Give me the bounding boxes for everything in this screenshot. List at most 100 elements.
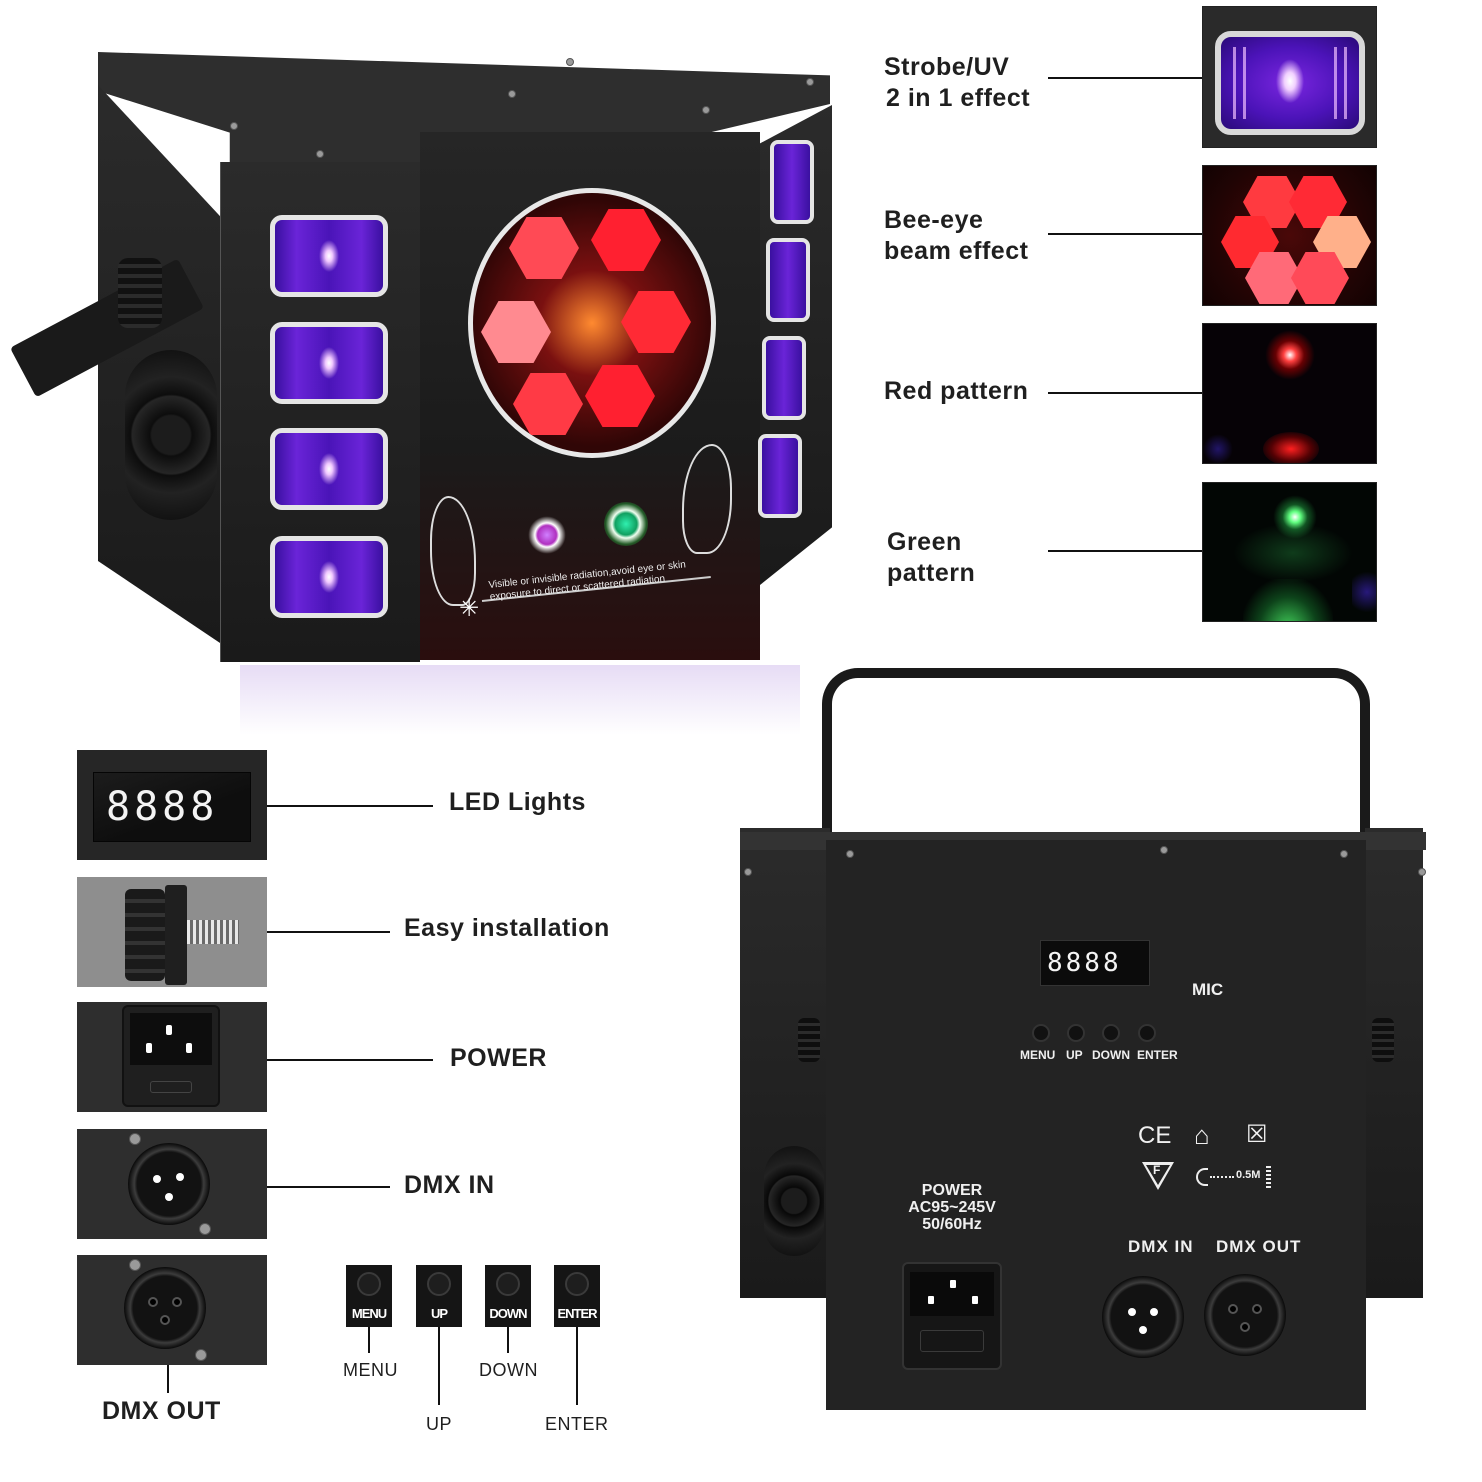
green-laser-aperture-icon: [604, 502, 648, 546]
rear-menu-button[interactable]: [1032, 1024, 1050, 1042]
callout-line: [1048, 77, 1202, 79]
feature-label-easy-installation: Easy installation: [404, 914, 610, 942]
xlr-socket: [172, 1297, 182, 1307]
power-title: POWER: [921, 1182, 983, 1199]
xlr-pin: [176, 1173, 184, 1181]
red-laser-dot-icon: [1265, 330, 1315, 380]
screw-icon: [806, 78, 814, 86]
lens-hex: [585, 365, 655, 427]
green-pattern-thumbnail: [1202, 482, 1377, 622]
xlr-pin: [153, 1175, 161, 1183]
carry-handle: [822, 668, 1370, 848]
xlr-male-connector-icon: [128, 1143, 210, 1225]
fuse-drawer: [150, 1081, 192, 1093]
surface-hatch: [1266, 1166, 1271, 1188]
feature-label-red-pattern: Red pattern: [884, 376, 1028, 407]
button-cap-label: ENTER: [557, 1306, 597, 1321]
green-floor-scatter: [1243, 579, 1333, 621]
rear-up-button[interactable]: [1067, 1024, 1085, 1042]
button-label-menu: MENU: [343, 1360, 398, 1380]
feature-label-power: POWER: [450, 1044, 547, 1072]
screw-icon: [1340, 850, 1348, 858]
uv-led-side-3: [762, 336, 806, 420]
screw-icon: [1160, 846, 1168, 854]
knob-flange: [165, 885, 187, 985]
uv-reflection: [1233, 47, 1236, 119]
rear-fan-grille-icon: [764, 1146, 824, 1256]
laser-warning-star-icon: ✳: [458, 595, 480, 622]
power-spec-label: POWER AC95~245V 50/60Hz: [898, 1182, 1006, 1233]
side-knob-icon: [798, 1018, 820, 1062]
label-line: 2 in 1 effect: [886, 84, 1031, 112]
min-distance-icon: 0.5M: [1196, 1164, 1276, 1190]
red-laser-aperture-icon: [528, 516, 566, 554]
screw-icon: [129, 1133, 141, 1145]
callout-line: [267, 1186, 390, 1188]
uv-led-side-1: [770, 140, 814, 224]
feature-label-green-pattern: Green pattern: [887, 527, 975, 589]
button-label-enter: ENTER: [545, 1414, 609, 1434]
callout-line: [267, 805, 433, 807]
screw-icon: [129, 1259, 141, 1271]
xlr-socket: [160, 1315, 170, 1325]
feature-label-bee-eye: Bee-eye beam effect: [884, 205, 1028, 267]
label-line: Red pattern: [884, 377, 1029, 405]
label-line: Bee-eye: [884, 206, 984, 234]
rear-enter-button[interactable]: [1138, 1024, 1156, 1042]
socket-face: [910, 1272, 994, 1316]
screw-icon: [702, 106, 710, 114]
xlr-female-connector-icon: [124, 1267, 206, 1349]
xlr-socket: [1228, 1304, 1238, 1314]
callout-line: [507, 1327, 509, 1353]
screw-icon: [316, 150, 324, 158]
button-icon: [496, 1272, 520, 1296]
callout-line: [576, 1327, 578, 1405]
bee-eye-lens: [468, 188, 716, 458]
menu-button-tile: MENU: [346, 1265, 392, 1327]
callout-line: [438, 1327, 440, 1405]
callout-line: [267, 1059, 433, 1061]
lamp-half-circle: [1196, 1168, 1208, 1186]
xlr-pin: [165, 1193, 173, 1201]
front-device-illustration: ✳ Visible or invisible radiation,avoid e…: [0, 40, 860, 735]
lens-hex: [513, 373, 583, 435]
feature-label-strobe-uv: Strobe/UV 2 in 1 effect: [884, 52, 1030, 114]
xlr-pin: [1139, 1326, 1147, 1334]
uv-reflection: [1344, 47, 1347, 119]
distance-value: 0.5M: [1236, 1169, 1261, 1181]
led-digits: 8888: [106, 784, 219, 830]
callout-line: [1048, 550, 1202, 552]
socket-face: [130, 1013, 212, 1065]
bee-eye-thumbnail: [1202, 165, 1377, 306]
rear-dmx-in-connector-icon[interactable]: [1102, 1276, 1184, 1358]
rear-led-digits: 8888: [1047, 948, 1122, 978]
bracket-knob-icon: [118, 258, 162, 328]
uv-led-4: [270, 536, 388, 618]
power-socket-icon: [122, 1005, 220, 1107]
rear-button-label-up: UP: [1066, 1048, 1083, 1062]
installation-knob-tile: [77, 877, 267, 987]
down-button-tile: DOWN: [485, 1265, 531, 1327]
callout-line: [167, 1365, 169, 1393]
socket-pin: [950, 1280, 956, 1288]
feature-label-led-lights: LED Lights: [449, 788, 586, 816]
xlr-pin: [1150, 1308, 1158, 1316]
socket-pin: [928, 1296, 934, 1304]
socket-pin: [186, 1043, 192, 1053]
uv-reflection: [1334, 47, 1337, 119]
socket-pin: [972, 1296, 978, 1304]
rear-button-label-menu: MENU: [1020, 1048, 1056, 1062]
lens-hex: [509, 217, 579, 279]
bird-decal-icon: [430, 496, 476, 606]
rear-dmx-out-connector-icon[interactable]: [1204, 1274, 1286, 1356]
power-voltage: AC95~245V: [908, 1199, 996, 1216]
up-button-tile: UP: [416, 1265, 462, 1327]
dmx-in-tile: [77, 1129, 267, 1239]
screw-icon: [1418, 868, 1426, 876]
green-laser-dot-icon: [1273, 495, 1317, 539]
button-label-up: UP: [426, 1414, 453, 1434]
button-cap-label: UP: [430, 1306, 448, 1321]
ce-mark-icon: CE: [1138, 1122, 1172, 1149]
red-pattern-thumbnail: [1202, 323, 1377, 464]
rear-down-button[interactable]: [1102, 1024, 1120, 1042]
